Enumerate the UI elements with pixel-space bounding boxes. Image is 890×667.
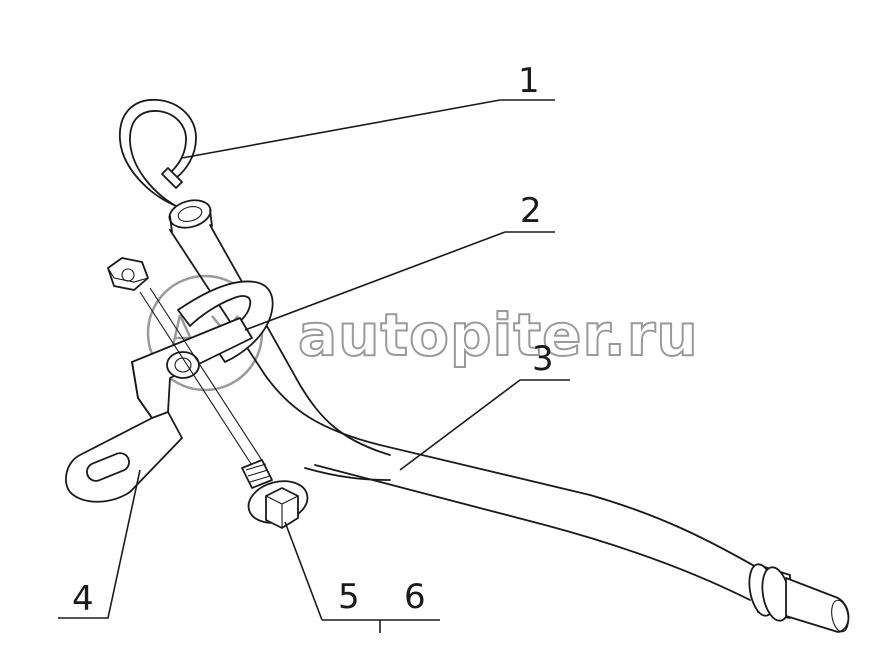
leader-4 (58, 469, 141, 619)
part-labels: 1 2 3 4 5 6 (72, 61, 554, 619)
leader-1 (181, 99, 555, 159)
label-5: 5 (338, 577, 360, 617)
mounting-bracket (65, 317, 253, 503)
bolt-and-washer (139, 287, 309, 529)
label-2: 2 (520, 191, 542, 231)
label-4: 4 (72, 579, 94, 619)
leader-5-6 (284, 521, 440, 633)
hex-nut (107, 257, 149, 291)
tube-end-fitting (748, 563, 850, 633)
leader-lines (58, 99, 570, 633)
leader-2 (244, 231, 555, 331)
tube-clamp (177, 280, 274, 363)
leader-3 (399, 379, 570, 471)
watermark-text: autopiter.ru (298, 301, 699, 369)
label-3: 3 (532, 339, 554, 379)
watermark: autopiter.ru (146, 274, 699, 392)
dipstick-ring (119, 99, 197, 211)
label-1: 1 (518, 61, 540, 101)
label-6: 6 (404, 577, 426, 617)
dipstick-tube (168, 199, 771, 601)
